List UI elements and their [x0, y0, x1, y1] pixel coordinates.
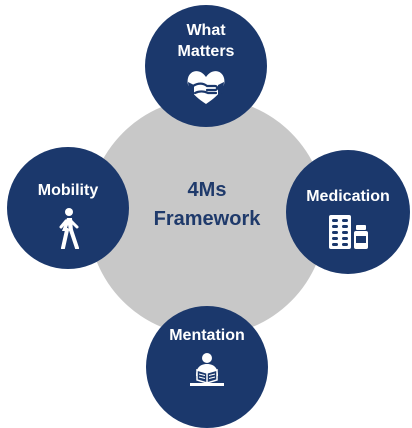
person-reading-icon	[187, 352, 227, 393]
medication-label: Medication	[306, 188, 390, 205]
what-matters-line1: What	[186, 22, 226, 39]
framework-diagram: 4Ms Framework What Matters Mobility	[7, 5, 410, 428]
mobility-label: Mobility	[37, 182, 99, 199]
center-title-line1: 4Ms	[187, 179, 227, 201]
center-title: 4Ms Framework	[88, 176, 326, 234]
mentation-label: Mentation	[169, 327, 245, 344]
center-title-line2: Framework	[153, 208, 261, 230]
node-mobility: Mobility	[7, 147, 129, 269]
what-matters-label: What Matters	[178, 20, 235, 62]
node-medication: Medication	[286, 150, 410, 274]
pill-pack-icon	[327, 213, 369, 256]
node-mentation: Mentation	[146, 306, 268, 428]
node-what-matters: What Matters	[145, 5, 267, 127]
walking-person-icon	[55, 207, 81, 254]
heart-hands-icon	[185, 68, 227, 111]
what-matters-line2: Matters	[177, 43, 235, 60]
